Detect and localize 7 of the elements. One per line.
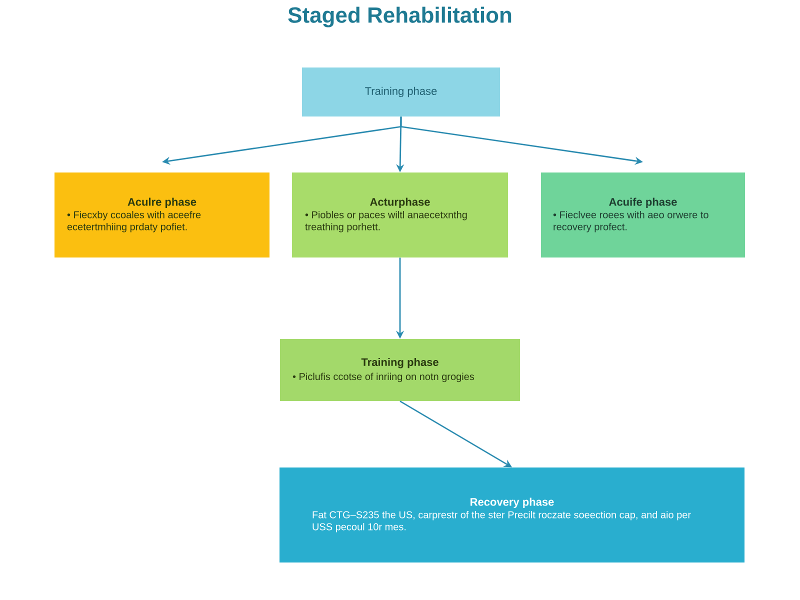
phase-box: Training phase • Piclufis ccotse of inriing on notn grogies — [280, 339, 520, 401]
phase-box: Training phase — [302, 68, 500, 116]
phase-box: Recovery phase Fat CTG–S235 the US, carprestr of the ster Precilt roczate soeection cap, and aio per USS pecoul 10r mes. — [280, 468, 744, 562]
phase-box: Aculre phase • Fiecxby ccoales with aceefre ecetertmhiing prdaty pofiet. — [54, 172, 270, 258]
title: Staged Rehabilitation — [288, 6, 512, 28]
phase-box: Acturphase • Piobles or paces wiltl anaecetxnthg treathing porhett. — [292, 172, 508, 258]
phase-box: Acuife phase • Fieclvee roees with aeo orwere to recovery profect. — [541, 172, 745, 258]
